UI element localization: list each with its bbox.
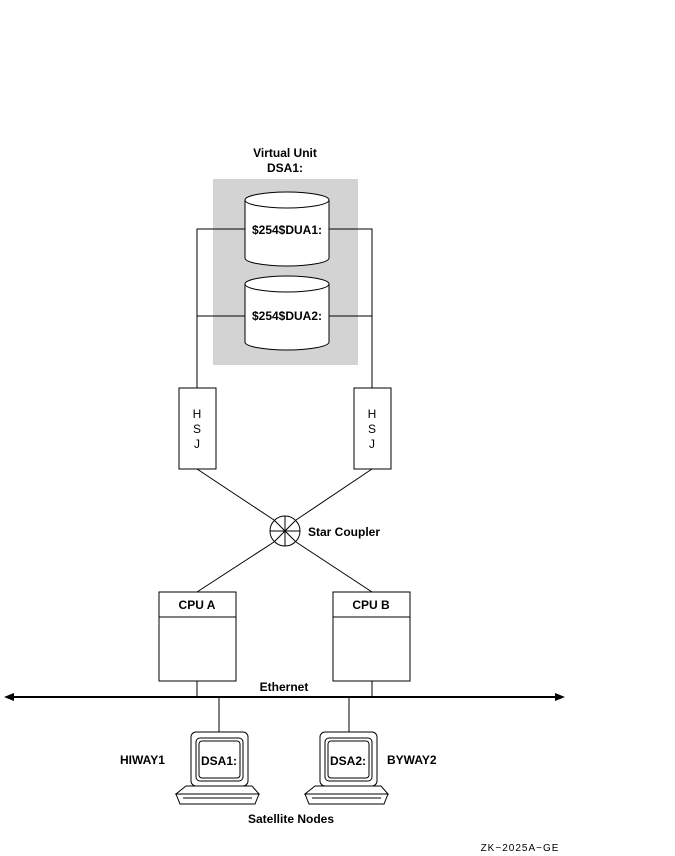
cpu-a: CPU A	[158, 591, 237, 682]
disk-dua1: $254$DUA1:	[244, 191, 330, 267]
hsj-right-letter-2: S	[368, 422, 376, 436]
hsj-right-box	[353, 387, 392, 470]
hsj-right-letter-1: H	[368, 407, 377, 421]
satellite-caption: Satellite Nodes	[248, 812, 334, 826]
hsj-left-letter-2: S	[193, 422, 201, 436]
ethernet-label: Ethernet	[260, 680, 309, 694]
workstation-hiway1-icon	[174, 731, 261, 805]
right-bus-line	[329, 228, 373, 388]
cpu-b-label: CPU B	[352, 598, 390, 612]
hsj-left-to-star	[196, 468, 275, 521]
satellite-right-screen: DSA2:	[330, 754, 366, 768]
star-to-cpu-a	[196, 541, 275, 593]
satellite-left-screen: DSA1:	[201, 754, 237, 768]
figure-id: ZK−2025A−GE	[481, 843, 560, 854]
star-coupler-label: Star Coupler	[308, 525, 380, 539]
disk2-label: $254$DUA2:	[252, 309, 322, 323]
cpu-b: CPU B	[332, 591, 411, 682]
hsj-left-letter-3: J	[194, 437, 200, 451]
cpu-a-label: CPU A	[179, 598, 216, 612]
satellite-right-name: BYWAY2	[387, 753, 437, 767]
star-to-cpu-b	[295, 541, 373, 593]
star-coupler-icon	[269, 515, 301, 547]
hsj-right-letter-3: J	[369, 437, 375, 451]
disk-dua2: $254$DUA2:	[244, 275, 330, 351]
ethernet-bus	[4, 693, 565, 701]
workstation-byway2-icon	[303, 731, 390, 805]
disk1-label: $254$DUA1:	[252, 223, 322, 237]
hsj-left-letter-1: H	[193, 407, 202, 421]
satellite-left-name: HIWAY1	[120, 753, 165, 767]
hsj-right-to-star	[295, 468, 373, 521]
left-bus-line	[196, 228, 245, 388]
virtual-unit-device: DSA1:	[267, 161, 303, 175]
virtual-unit-title: Virtual Unit	[253, 146, 317, 160]
